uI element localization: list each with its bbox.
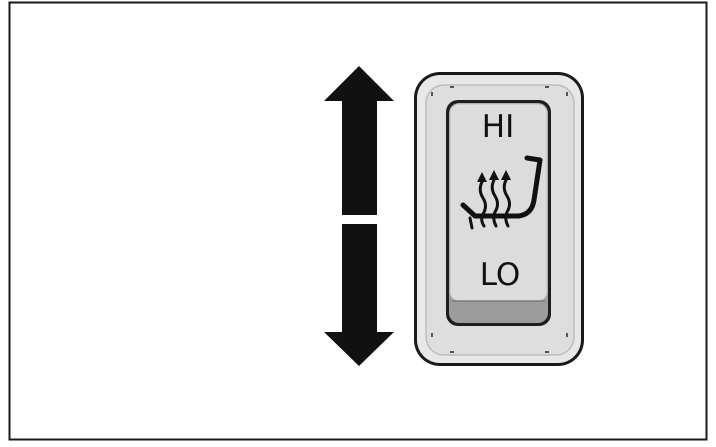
hi-label: HI <box>482 109 514 145</box>
lo-label: LO <box>480 257 521 293</box>
rocker-switch-button[interactable]: HI LO <box>446 100 551 326</box>
